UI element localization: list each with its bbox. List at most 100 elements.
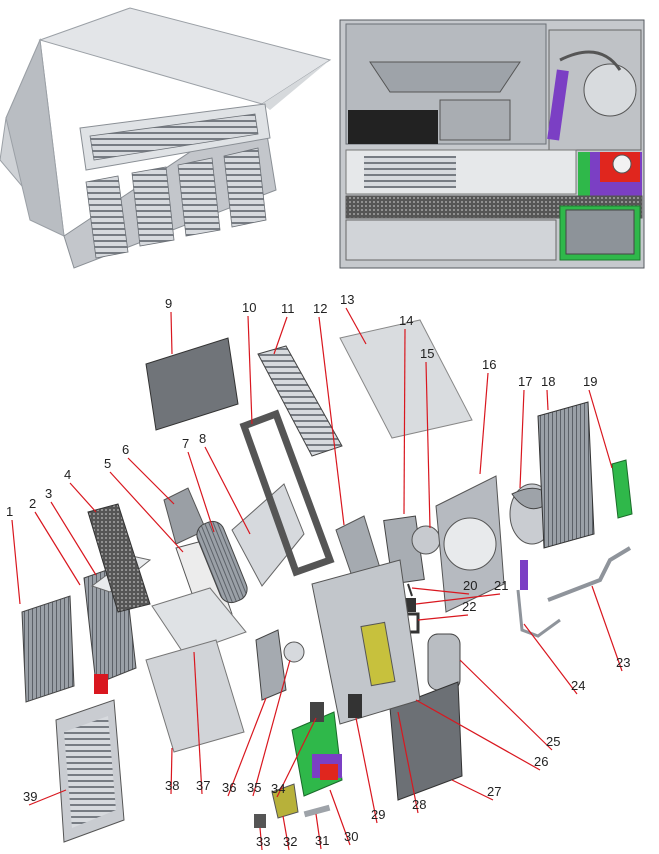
leader-line-36	[227, 697, 267, 797]
part-number-17: 17	[518, 374, 532, 389]
leader-line-22	[417, 614, 469, 621]
part-number-39: 39	[23, 789, 37, 804]
part-number-27: 27	[487, 784, 501, 799]
leader-line-25	[459, 659, 553, 751]
part-29-shape	[348, 694, 362, 718]
part-24-shape	[516, 560, 561, 638]
part-37-shape	[151, 587, 247, 655]
leader-line-11	[273, 316, 288, 355]
leader-line-12	[318, 316, 345, 526]
part-30-shape	[291, 711, 343, 797]
part-number-21: 21	[494, 578, 508, 593]
part-number-22: 22	[462, 599, 476, 614]
leader-line-3	[50, 501, 97, 576]
leader-line-13	[345, 307, 367, 345]
part-13-shape	[339, 319, 473, 439]
part-number-3: 3	[45, 486, 52, 501]
part-number-30: 30	[344, 829, 358, 844]
leader-line-7	[187, 451, 215, 533]
part-number-10: 10	[242, 300, 256, 315]
leader-line-10	[247, 315, 253, 425]
part-11-shape	[257, 345, 343, 457]
part-7-shape	[196, 520, 248, 604]
leader-line-1	[11, 519, 21, 605]
leader-line-37	[193, 651, 203, 795]
leader-line-4	[69, 482, 97, 513]
part-number-14: 14	[399, 313, 413, 328]
part-1-shape	[21, 595, 75, 703]
part-16-opening	[443, 517, 497, 571]
part-9-shape	[145, 337, 239, 431]
leader-line-26	[415, 699, 541, 771]
part-number-4: 4	[64, 467, 71, 482]
leader-line-20	[411, 587, 470, 595]
leader-line-27	[451, 779, 494, 801]
part-33-shape	[254, 814, 266, 828]
part-number-26: 26	[534, 754, 548, 769]
part-number-25: 25	[546, 734, 560, 749]
leader-line-35	[252, 659, 291, 797]
leader-line-39	[28, 789, 67, 806]
leader-line-21	[415, 593, 501, 605]
part-number-8: 8	[199, 431, 206, 446]
leader-line-19	[588, 389, 613, 469]
section-view	[339, 19, 645, 269]
leader-line-16	[479, 372, 489, 475]
leader-line-28	[397, 711, 419, 814]
part-number-33: 33	[256, 834, 270, 849]
part-19-shape	[611, 459, 633, 519]
part-number-12: 12	[313, 301, 327, 316]
leader-line-9	[170, 311, 173, 355]
part-25-shape	[427, 633, 461, 691]
part-35-shape	[283, 641, 305, 663]
exploded-view	[21, 319, 633, 843]
part-number-2: 2	[29, 496, 36, 511]
part-32-shape	[271, 783, 299, 819]
part-10-shape	[239, 409, 335, 577]
part-number-18: 18	[541, 374, 555, 389]
part-number-28: 28	[412, 797, 426, 812]
part-38-shape	[145, 639, 245, 753]
part-number-1: 1	[6, 504, 13, 519]
part-number-11: 11	[281, 301, 295, 316]
part-18-shape	[537, 401, 595, 549]
leader-line-17	[519, 389, 525, 489]
part-number-5: 5	[104, 456, 111, 471]
part-number-23: 23	[616, 655, 630, 670]
leader-line-31	[315, 813, 322, 850]
part-20-shape	[407, 583, 413, 597]
leader-line-23	[591, 585, 623, 672]
leader-line-33	[259, 827, 263, 851]
part-31-shape	[303, 804, 331, 818]
part-15-shape	[411, 525, 441, 555]
part-number-7: 7	[182, 436, 189, 451]
part-39-shape	[55, 699, 125, 843]
leader-line-29	[355, 717, 378, 824]
part-number-32: 32	[283, 834, 297, 849]
leader-line-2	[34, 511, 81, 586]
part-number-38: 38	[165, 778, 179, 793]
leader-line-32	[282, 815, 290, 851]
leader-line-30	[329, 789, 351, 846]
leader-lines	[11, 307, 623, 851]
leader-line-24	[523, 623, 578, 695]
part-number-15: 15	[420, 346, 434, 361]
part-number-19: 19	[583, 374, 597, 389]
part-number-13: 13	[340, 292, 354, 307]
part-number-29: 29	[371, 807, 385, 822]
assembled-unit-view	[0, 7, 332, 269]
part-number-31: 31	[315, 833, 329, 848]
part-number-6: 6	[122, 442, 129, 457]
part-28-label-plate	[360, 621, 396, 687]
part-number-37: 37	[196, 778, 210, 793]
part-number-35: 35	[247, 780, 261, 795]
part-number-36: 36	[222, 780, 236, 795]
leader-line-8	[204, 446, 251, 535]
part-4-shape	[87, 503, 151, 613]
part-number-24: 24	[571, 678, 585, 693]
part-number-9: 9	[165, 296, 172, 311]
leader-line-6	[127, 457, 175, 505]
part-number-34: 34	[271, 781, 285, 796]
